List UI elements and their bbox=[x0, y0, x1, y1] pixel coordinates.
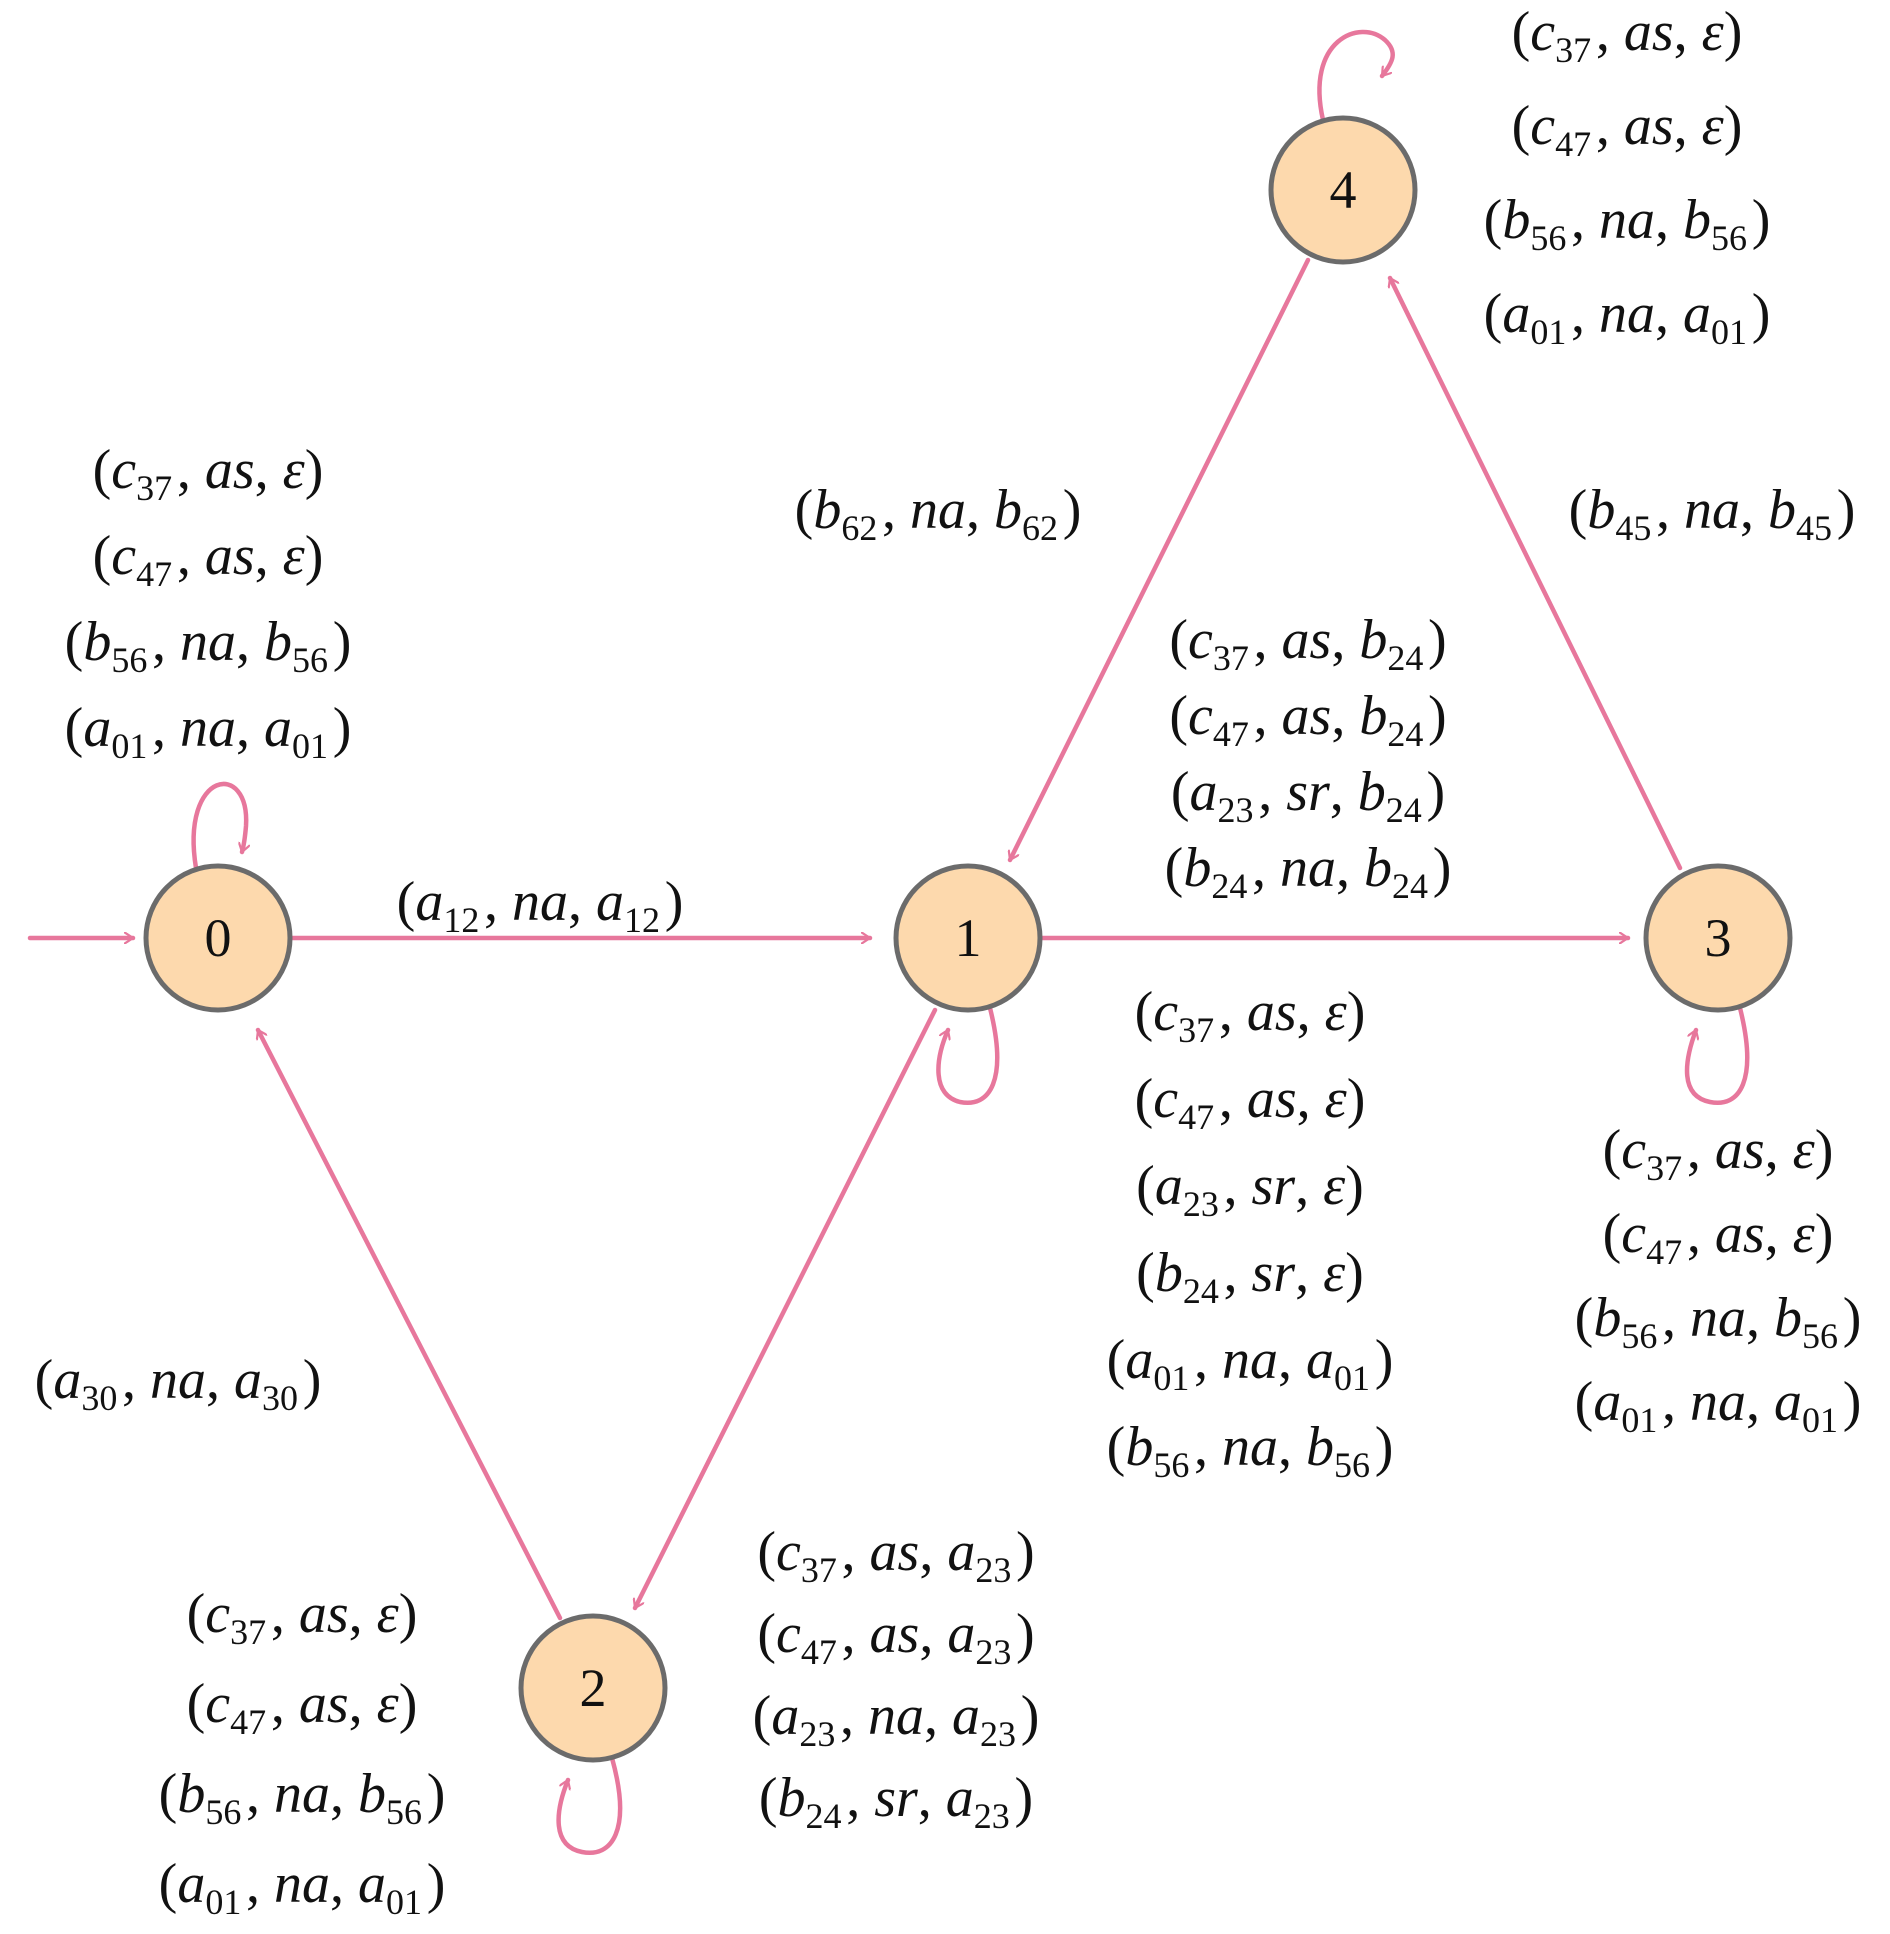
edge-loop1 bbox=[936, 1005, 1000, 1106]
label-e4-1-0: (b62 , na, b62 ) bbox=[795, 479, 1082, 548]
label-e1-2-3: (b24 , sr, a23 ) bbox=[759, 1767, 1033, 1836]
label-loop1-0: (c37 , as, ε) bbox=[1135, 981, 1366, 1050]
label-e1-2-1: (c47 , as, a23 ) bbox=[757, 1603, 1034, 1672]
label-loop2-3: (a01 , na, a01 ) bbox=[159, 1853, 446, 1922]
label-e2-0-0: (a30 , na, a30 ) bbox=[35, 1349, 322, 1418]
label-loop2-2: (b56 , na, b56 ) bbox=[159, 1763, 446, 1832]
label-loop4-0: (c37 , as, ε) bbox=[1512, 1, 1743, 70]
label-e1-3-3: (b24 , na, b24 ) bbox=[1165, 837, 1452, 906]
node-1-label: 1 bbox=[955, 908, 982, 968]
label-e1-2-0: (c37 , as, a23 ) bbox=[757, 1521, 1034, 1590]
node-1-circle bbox=[893, 863, 1043, 1013]
label-loop1-3: (b24 , sr, ε) bbox=[1136, 1242, 1364, 1311]
label-e3-4-0: (b45 , na, b45 ) bbox=[1569, 479, 1856, 548]
edge-e3-4 bbox=[1390, 275, 1683, 871]
label-loop3-0: (c37 , as, ε) bbox=[1603, 1119, 1834, 1188]
edge-loop4 bbox=[1317, 29, 1395, 123]
label-loop4-1: (c47 , as, ε) bbox=[1512, 95, 1743, 164]
node-3-label: 3 bbox=[1705, 908, 1732, 968]
label-loop4-2: (b56 , na, b56 ) bbox=[1484, 189, 1771, 258]
edge-e4-1 bbox=[1010, 257, 1311, 863]
label-loop0-3: (a01 , na, a01 ) bbox=[65, 697, 352, 766]
label-loop3-3: (a01 , na, a01 ) bbox=[1575, 1371, 1862, 1440]
node-4-circle bbox=[1268, 115, 1418, 265]
label-loop1-1: (c47 , as, ε) bbox=[1135, 1068, 1366, 1137]
label-e1-3-0: (c37 , as, b24 ) bbox=[1169, 609, 1446, 678]
label-loop0-2: (b56 , na, b56 ) bbox=[65, 611, 352, 680]
label-e1-2-2: (a23 , na, a23 ) bbox=[753, 1685, 1040, 1754]
label-e1-3-2: (a23 , sr, b24 ) bbox=[1171, 761, 1445, 830]
label-e1-3-1: (c47 , as, b24 ) bbox=[1169, 685, 1446, 754]
label-loop4-3: (a01 , na, a01 ) bbox=[1484, 283, 1771, 352]
edge-loop2 bbox=[556, 1755, 623, 1856]
label-loop1-5: (b56 , na, b56 ) bbox=[1107, 1416, 1394, 1485]
node-0[interactable]: 0 bbox=[143, 863, 293, 1013]
label-loop2-0: (c37 , as, ε) bbox=[187, 1583, 418, 1652]
label-loop3-1: (c47 , as, ε) bbox=[1603, 1203, 1834, 1272]
edge-e1-2 bbox=[635, 1007, 938, 1611]
node-0-circle bbox=[143, 863, 293, 1013]
label-loop1-2: (a23 , sr, ε) bbox=[1136, 1155, 1364, 1224]
node-0-label: 0 bbox=[205, 908, 232, 968]
label-loop1-4: (a01 , na, a01 ) bbox=[1107, 1329, 1394, 1398]
edge-loop3 bbox=[1684, 1005, 1750, 1106]
node-2[interactable]: 2 bbox=[518, 1613, 668, 1763]
node-2-label: 2 bbox=[580, 1658, 607, 1718]
label-loop2-1: (c47 , as, ε) bbox=[187, 1673, 418, 1742]
edge-loop0 bbox=[191, 781, 247, 871]
label-e0-1-0: (a12 , na, a12 ) bbox=[397, 871, 684, 940]
label-loop0-1: (c47 , as, ε) bbox=[93, 525, 324, 594]
edge-e2-0 bbox=[258, 1027, 563, 1621]
node-2-circle bbox=[518, 1613, 668, 1763]
node-1[interactable]: 1 bbox=[893, 863, 1043, 1013]
label-loop0-0: (c37 , as, ε) bbox=[93, 439, 324, 508]
node-3[interactable]: 3 bbox=[1643, 863, 1793, 1013]
label-loop3-2: (b56 , na, b56 ) bbox=[1575, 1287, 1862, 1356]
node-4-label: 4 bbox=[1330, 160, 1357, 220]
node-3-circle bbox=[1643, 863, 1793, 1013]
node-4[interactable]: 4 bbox=[1268, 115, 1418, 265]
